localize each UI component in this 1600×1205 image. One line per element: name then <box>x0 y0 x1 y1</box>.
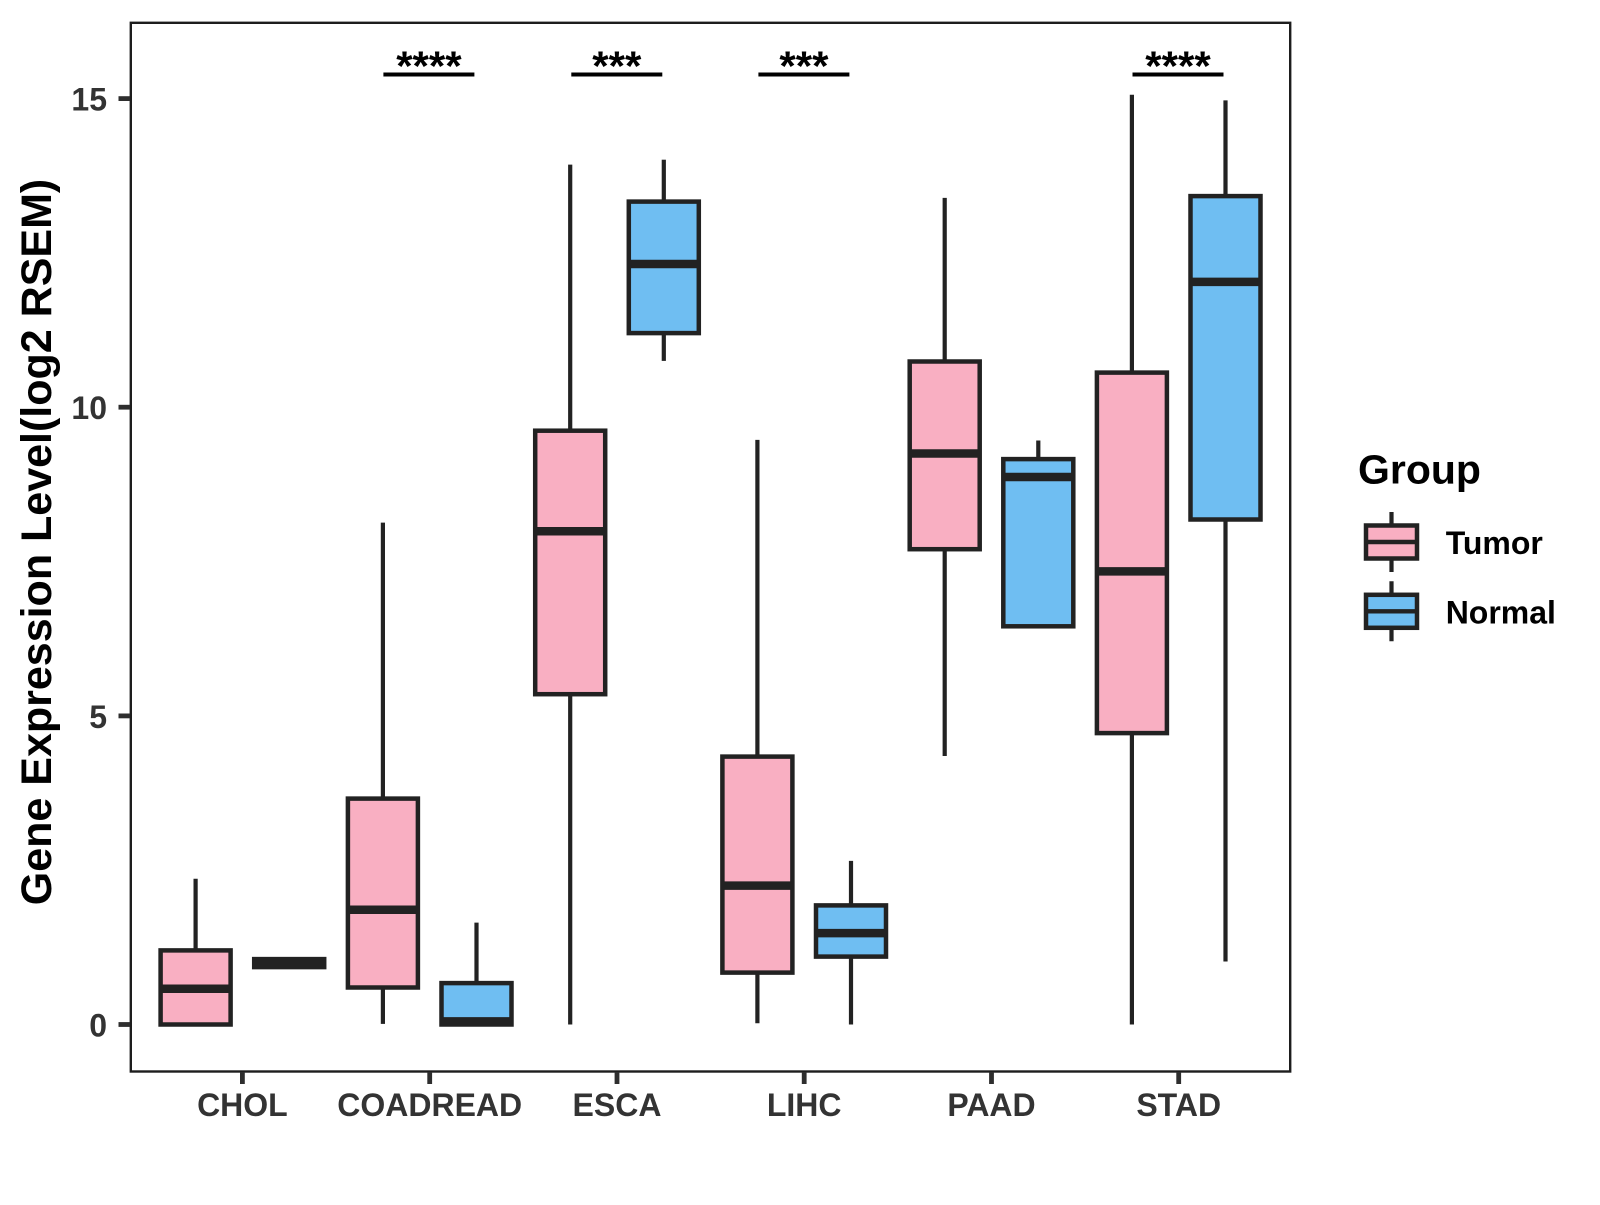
svg-text:15: 15 <box>71 82 107 118</box>
svg-text:COADREAD: COADREAD <box>337 1087 522 1123</box>
svg-text:****: **** <box>1145 43 1211 90</box>
svg-text:PAAD: PAAD <box>947 1087 1035 1123</box>
svg-text:0: 0 <box>89 1008 107 1044</box>
svg-text:Tumor: Tumor <box>1446 525 1543 561</box>
svg-text:***: *** <box>779 43 829 90</box>
svg-text:Normal: Normal <box>1446 594 1556 630</box>
svg-text:Group: Group <box>1358 447 1481 493</box>
svg-text:10: 10 <box>71 390 107 426</box>
svg-text:CHOL: CHOL <box>197 1087 288 1123</box>
svg-text:Gene Expression Level(log2 RSE: Gene Expression Level(log2 RSEM) <box>13 179 61 905</box>
svg-text:LIHC: LIHC <box>767 1087 842 1123</box>
svg-text:****: **** <box>396 43 462 90</box>
svg-text:5: 5 <box>89 699 107 735</box>
svg-text:ESCA: ESCA <box>573 1087 662 1123</box>
svg-text:***: *** <box>592 43 642 90</box>
svg-text:STAD: STAD <box>1136 1087 1221 1123</box>
